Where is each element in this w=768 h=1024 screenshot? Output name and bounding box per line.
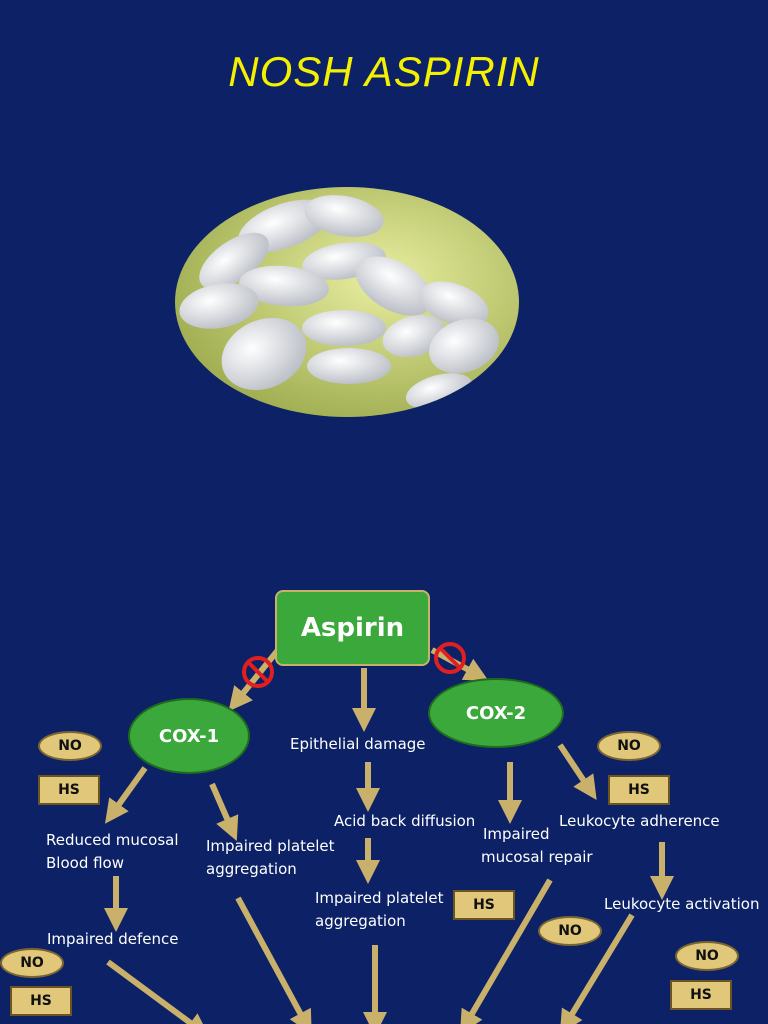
arrow-cox1-platelet [209, 782, 239, 842]
hs-badge: HS [10, 986, 72, 1016]
arrow-aspirin-cox1 [228, 648, 281, 712]
label-epithelial-damage: Epithelial damage [290, 735, 426, 753]
hs-badge: HS [670, 980, 732, 1010]
label-impaired-platelet-mid-2: aggregation [315, 912, 406, 930]
no-badge: NO [0, 948, 64, 978]
label-impaired-platelet-mid-1: Impaired platelet [315, 889, 444, 907]
label-impaired-platelet-left-1: Impaired platelet [206, 837, 335, 855]
hs-badge: HS [608, 775, 670, 805]
label-reduced-mucosal-2: Blood flow [46, 854, 124, 872]
label-acid-back-diffusion: Acid back diffusion [334, 812, 476, 830]
aspirin-node: Aspirin [275, 590, 430, 666]
arrow-repair-bottom [459, 878, 553, 1024]
arrow-cox1-reduced [105, 766, 148, 824]
label-impaired-defence: Impaired defence [47, 930, 179, 948]
label-reduced-mucosal-1: Reduced mucosal [46, 831, 179, 849]
aspirin-pills-image [175, 187, 519, 417]
inhibit-icon-left [242, 656, 274, 688]
no-badge: NO [538, 916, 602, 946]
label-impaired-platelet-left-2: aggregation [206, 860, 297, 878]
inhibit-icon-right [434, 642, 466, 674]
no-badge: NO [597, 731, 661, 761]
arrow-defence-bottom [106, 959, 210, 1024]
arrow-activation-bottom [559, 913, 635, 1024]
no-badge: NO [38, 731, 102, 761]
cox1-node: COX-1 [128, 698, 250, 774]
hs-badge: HS [453, 890, 515, 920]
cox2-node: COX-2 [428, 678, 564, 748]
page-title: NOSH ASPIRIN [228, 48, 540, 95]
no-badge: NO [675, 941, 739, 971]
label-leukocyte-activation: Leukocyte activation [604, 895, 760, 913]
label-impaired-repair-1: Impaired [483, 825, 550, 843]
arrow-cox2-leukocyte [557, 743, 597, 800]
arrow-platelet-left-bottom [235, 896, 312, 1024]
label-leukocyte-adherence: Leukocyte adherence [559, 812, 720, 830]
hs-badge: HS [38, 775, 100, 805]
label-impaired-repair-2: mucosal repair [481, 848, 593, 866]
